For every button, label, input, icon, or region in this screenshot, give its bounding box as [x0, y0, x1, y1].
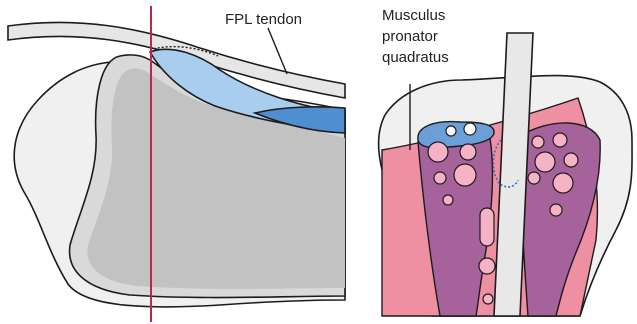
tendon-label-leader [268, 28, 287, 74]
left-panel: FPL tendon [8, 6, 345, 322]
marrow-pore [434, 172, 446, 184]
muscle-label-line-1: Musculus [382, 7, 445, 24]
marrow-pore [550, 204, 562, 216]
marrow-pore [428, 142, 448, 162]
marrow-pore [553, 173, 573, 193]
muscle-label: Musculus pronator quadratus [382, 7, 450, 66]
marrow-pore [564, 153, 578, 167]
marrow-pore [480, 208, 494, 246]
marrow-pore [528, 172, 540, 184]
marrow-pore [535, 152, 555, 172]
muscle-label-line-3: quadratus [382, 49, 449, 66]
muscle-label-line-2: pronator [382, 28, 438, 45]
marrow-pore [454, 164, 476, 186]
tendon-pore [446, 126, 456, 136]
fpl-tendon-label: FPL tendon [225, 11, 302, 28]
marrow-pore [479, 258, 495, 274]
marrow-pore [460, 144, 476, 160]
tendon-pore [464, 123, 476, 135]
marrow-pore [483, 294, 493, 304]
marrow-pore [532, 136, 544, 148]
marrow-pore [553, 133, 567, 147]
marrow-pore [443, 195, 453, 205]
right-panel: Musculus pronator quadratus [379, 7, 632, 316]
